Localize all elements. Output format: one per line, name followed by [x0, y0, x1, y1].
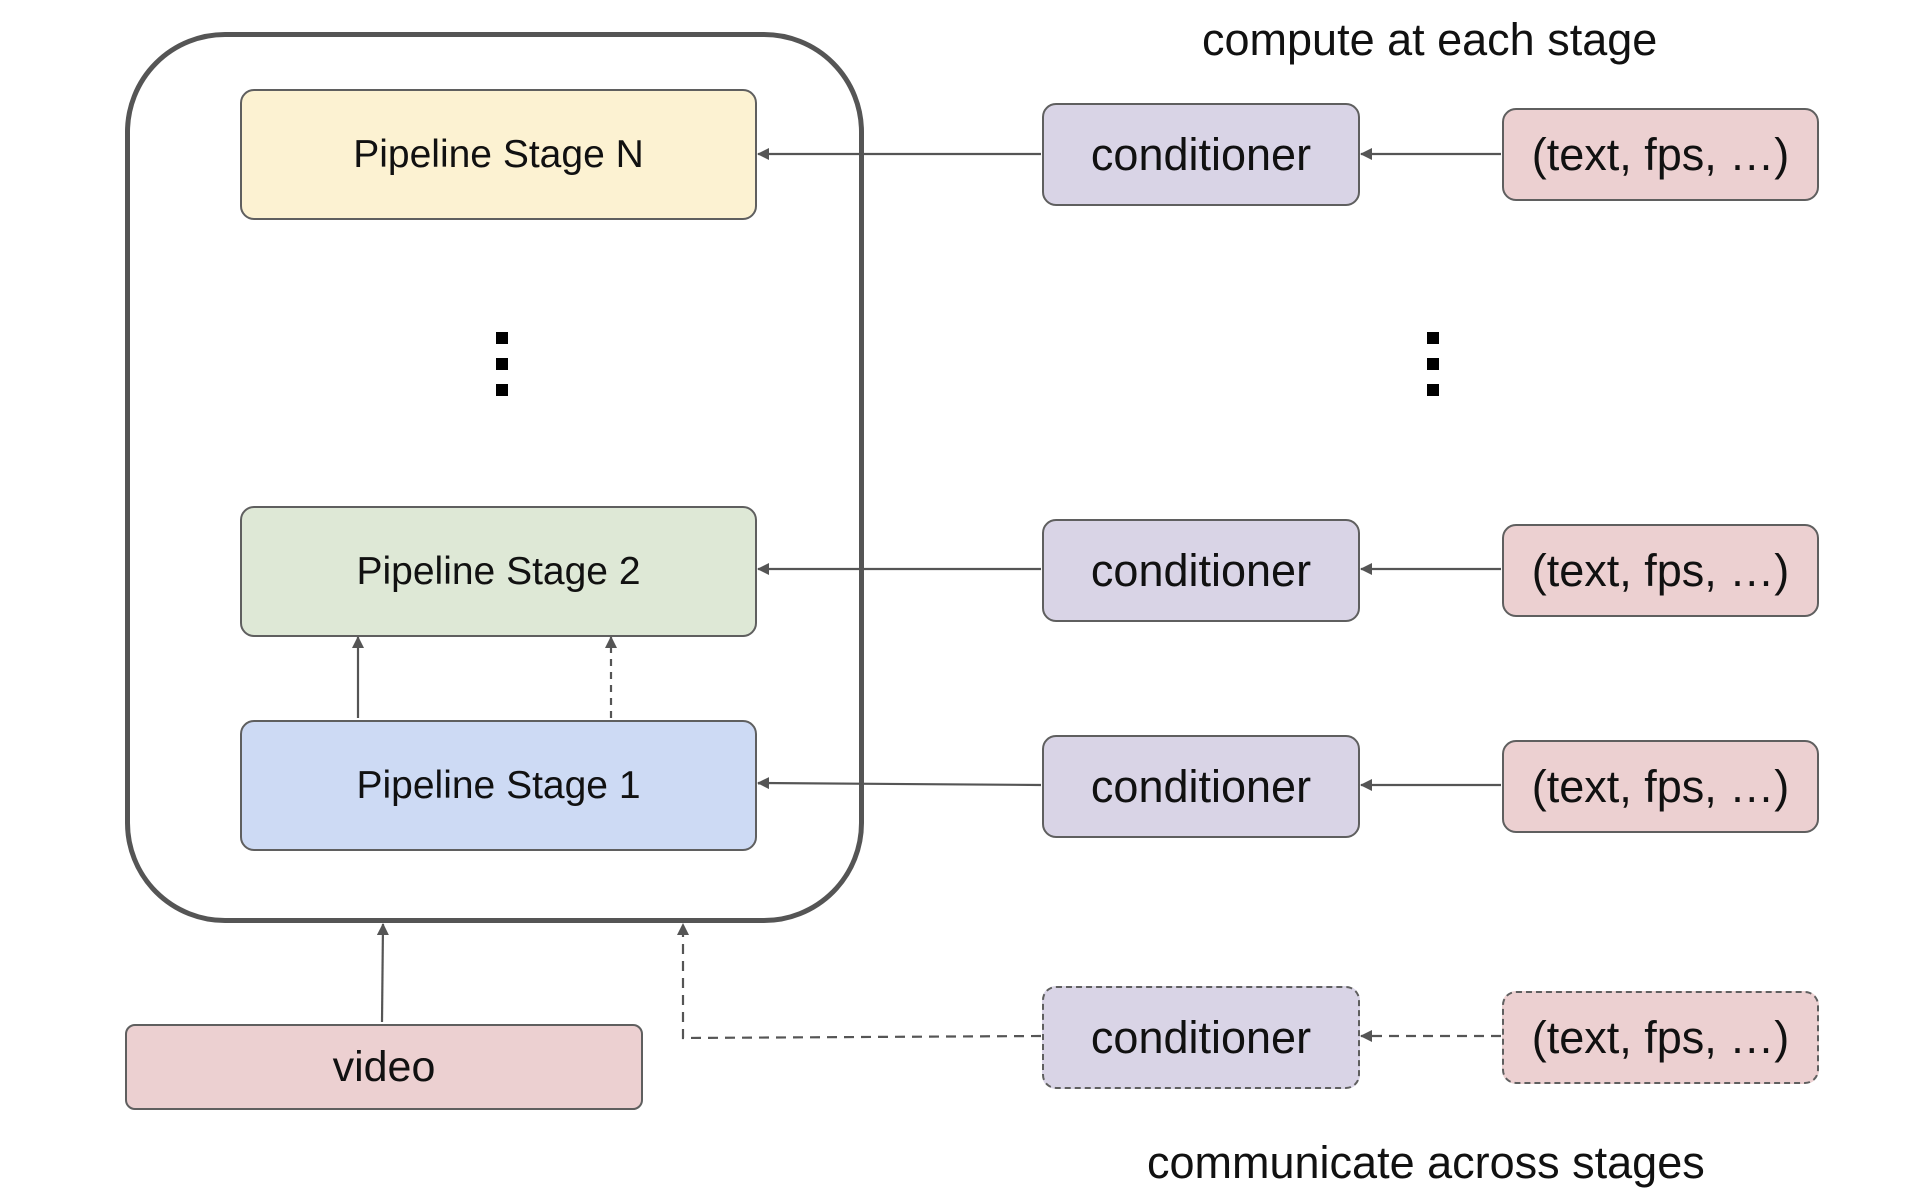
conditioner-shared: conditioner — [1042, 986, 1360, 1089]
caption-compute-at-each-stage: compute at each stage — [1202, 14, 1658, 65]
conditioner-label: conditioner — [1090, 544, 1312, 596]
pipeline-stage-2: Pipeline Stage 2 — [240, 506, 757, 637]
conditioning-input-label: (text, fps, …) — [1531, 1011, 1790, 1063]
conditioning-input-stage-1: (text, fps, …) — [1502, 740, 1819, 833]
pipeline-stage-n: Pipeline Stage N — [240, 89, 757, 220]
video-label: video — [332, 1042, 436, 1091]
video-box: video — [125, 1024, 643, 1110]
conditioning-input-label: (text, fps, …) — [1531, 760, 1790, 812]
conditioner-label: conditioner — [1090, 128, 1312, 180]
arrow-cond-to-stage-1 — [757, 777, 1042, 790]
pipeline-stage-2-label: Pipeline Stage 2 — [356, 549, 641, 593]
conditioner-label: conditioner — [1090, 1011, 1312, 1063]
conditioning-input-stage-2: (text, fps, …) — [1502, 524, 1819, 617]
pipeline-stage-n-label: Pipeline Stage N — [353, 132, 644, 176]
vertical-ellipsis-left — [496, 332, 508, 410]
pipeline-stage-1: Pipeline Stage 1 — [240, 720, 757, 851]
conditioning-input-shared: (text, fps, …) — [1502, 991, 1819, 1084]
conditioner-stage-n: conditioner — [1042, 103, 1360, 206]
conditioner-stage-2: conditioner — [1042, 519, 1360, 622]
conditioner-label: conditioner — [1090, 760, 1312, 812]
pipeline-stage-1-label: Pipeline Stage 1 — [356, 763, 641, 807]
conditioner-stage-1: conditioner — [1042, 735, 1360, 838]
arrow-video-to-container — [376, 923, 389, 1023]
caption-communicate-across-stages: communicate across stages — [1147, 1137, 1705, 1188]
vertical-ellipsis-right — [1427, 332, 1439, 410]
conditioning-input-label: (text, fps, …) — [1531, 544, 1790, 596]
conditioning-input-stage-n: (text, fps, …) — [1502, 108, 1819, 201]
conditioning-input-label: (text, fps, …) — [1531, 128, 1790, 180]
pipeline-container — [125, 32, 864, 923]
arrow-bottom-cond-to-container — [677, 923, 1042, 1040]
